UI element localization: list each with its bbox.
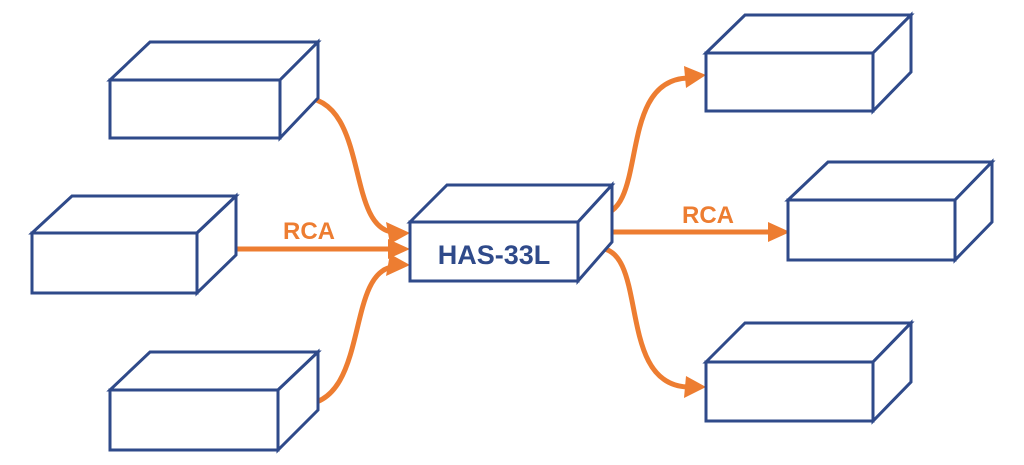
input-wire-bottom xyxy=(299,264,393,408)
arrowhead-icon xyxy=(768,222,790,242)
output-device-middle xyxy=(784,158,996,264)
source-device-top xyxy=(106,38,322,142)
source-device-bottom xyxy=(106,348,322,454)
output-device-bottom xyxy=(702,319,915,425)
input-wires xyxy=(214,94,410,408)
input-connection-label: RCA xyxy=(283,218,335,245)
input-wire-top xyxy=(299,94,393,235)
output-wires xyxy=(597,66,790,398)
source-device-middle xyxy=(28,192,240,297)
output-connection-label: RCA xyxy=(682,202,734,229)
arrowhead-icon xyxy=(386,254,410,276)
arrowhead-icon xyxy=(684,66,706,88)
output-wire-bottom xyxy=(597,245,689,390)
hub-device xyxy=(406,181,616,286)
arrowhead-icon xyxy=(386,222,410,244)
output-wire-top xyxy=(597,75,689,218)
hub-label: HAS-33L xyxy=(438,240,551,270)
output-device-top xyxy=(702,11,915,115)
arrowhead-icon xyxy=(388,239,410,259)
arrowhead-icon xyxy=(684,376,706,398)
